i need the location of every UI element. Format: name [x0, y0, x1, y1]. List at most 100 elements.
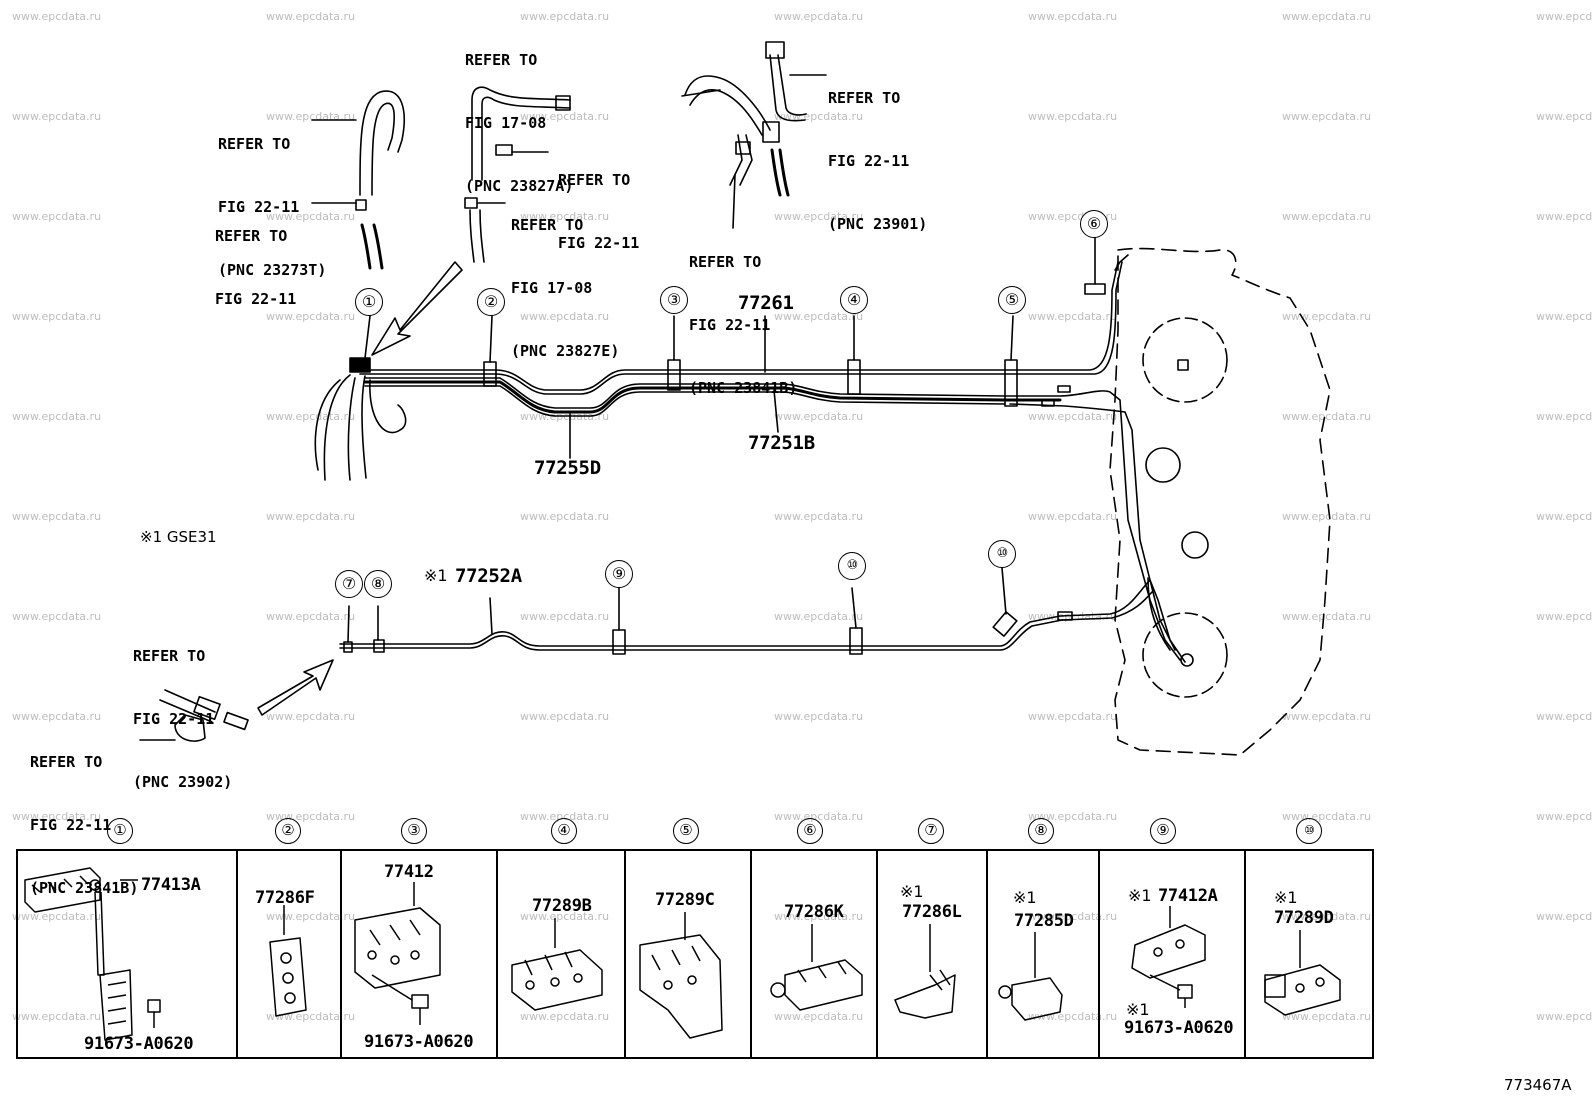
watermark-text: www.epcdata.ru	[774, 510, 864, 523]
sender-port-top	[1177, 359, 1189, 371]
watermark-text: www.epcdata.ru	[774, 10, 864, 23]
watermark-text: www.epcdata.ru	[1028, 910, 1118, 923]
watermark-text: www.epcdata.ru	[520, 810, 610, 823]
watermark-text: www.epcdata.ru	[1282, 410, 1372, 423]
refer-line: FIG 17-08	[465, 114, 547, 132]
leader-77251B	[773, 389, 779, 433]
part-code-77412: 77412	[384, 862, 434, 882]
watermark-text: www.epcdata.ru	[1536, 910, 1592, 923]
tank-hole-2	[1181, 531, 1209, 559]
refer-note-fig22-11-b: REFER TO FIG 22-11	[558, 128, 639, 275]
refer-line: (PNC 23841B)	[689, 379, 798, 397]
watermark-text: www.epcdata.ru	[1282, 510, 1372, 523]
upper-line-bundle	[359, 261, 1181, 661]
refer-note-23841b-lower: REFER TO FIG 22-11 (PNC 23841B)	[30, 710, 138, 920]
watermark-text: www.epcdata.ru	[12, 10, 102, 23]
clamp-77412A-icon	[1131, 906, 1206, 1008]
part-code-77412A: 77412A	[1158, 886, 1218, 906]
watermark-text: www.epcdata.ru	[12, 210, 102, 223]
watermark-text: www.epcdata.ru	[12, 510, 102, 523]
watermark-text: www.epcdata.ru	[12, 310, 102, 323]
callout-8: ⑧	[364, 570, 392, 598]
refer-line: (PNC 23841B)	[30, 879, 139, 897]
watermark-text: www.epcdata.ru	[1536, 710, 1592, 723]
clamp-77289C-icon	[639, 912, 723, 1039]
watermark-text: www.epcdata.ru	[1028, 310, 1118, 323]
watermark-text: www.epcdata.ru	[520, 510, 610, 523]
callout-10b: ⑩	[988, 540, 1016, 568]
watermark-text: www.epcdata.ru	[12, 810, 102, 823]
part-code-91673-A0620-b: 91673-A0620	[364, 1032, 474, 1052]
refer-line: FIG 22-11	[30, 816, 112, 834]
table-callout-7: ⑦	[918, 818, 944, 844]
watermark-text: www.epcdata.ru	[520, 910, 610, 923]
table-callout-10: ⑩	[1296, 818, 1322, 844]
watermark-text: www.epcdata.ru	[1028, 1010, 1118, 1023]
callout-3: ③	[660, 286, 688, 314]
watermark-text: www.epcdata.ru	[774, 1010, 864, 1023]
watermark-text: www.epcdata.ru	[520, 10, 610, 23]
sender-port-bottom	[1180, 653, 1194, 667]
refer-line: (PNC 23273T)	[218, 261, 327, 279]
part-code-77413A: 77413A	[141, 875, 201, 895]
part-label-77255D: 77255D	[534, 457, 601, 479]
table-cell-10	[1244, 849, 1374, 1059]
watermark-text: www.epcdata.ru	[774, 210, 864, 223]
refer-note-23273t: REFER TO FIG 22-11 (PNC 23273T)	[218, 92, 326, 302]
sender-ring-bottom	[1142, 612, 1228, 698]
watermark-text: www.epcdata.ru	[1536, 210, 1592, 223]
callout-1: ①	[355, 288, 383, 316]
table-callout-9: ⑨	[1150, 818, 1176, 844]
watermark-text: www.epcdata.ru	[266, 510, 356, 523]
watermark-text: www.epcdata.ru	[266, 10, 356, 23]
watermark-text: www.epcdata.ru	[774, 910, 864, 923]
watermark-text: www.epcdata.ru	[1536, 310, 1592, 323]
refer-line: (PNC 23827A)	[465, 177, 574, 195]
part-label-77252A-mark: ※1	[424, 566, 448, 585]
callout-10a: ⑩	[838, 552, 866, 580]
part-code-77289D: 77289D	[1274, 908, 1334, 928]
clamp-77286L-icon	[894, 924, 956, 1019]
table-callout-8: ⑧	[1028, 818, 1054, 844]
arrow-lower	[257, 659, 334, 716]
refer-line: FIG 22-11	[828, 152, 910, 170]
watermark-text: www.epcdata.ru	[1282, 210, 1372, 223]
tank-hole-1	[1145, 447, 1181, 483]
watermark-text: www.epcdata.ru	[12, 910, 102, 923]
watermark-text: www.epcdata.ru	[12, 610, 102, 623]
watermark-text: www.epcdata.ru	[520, 110, 610, 123]
watermark-text: www.epcdata.ru	[266, 210, 356, 223]
watermark-text: www.epcdata.ru	[1536, 10, 1592, 23]
table-callout-6: ⑥	[797, 818, 823, 844]
refer-line: FIG 22-11	[558, 234, 640, 252]
table-callout-4: ④	[551, 818, 577, 844]
watermark-text: www.epcdata.ru	[266, 710, 356, 723]
refer-line: REFER TO	[218, 135, 291, 153]
table-callout-1: ①	[107, 818, 133, 844]
part-label-77251B: 77251B	[748, 432, 815, 454]
refer-line: REFER TO	[828, 89, 901, 107]
refer-line: REFER TO	[215, 227, 288, 245]
callout-7: ⑦	[335, 570, 363, 598]
watermark-text: www.epcdata.ru	[266, 610, 356, 623]
clamp-77289B-icon	[511, 918, 603, 1011]
callout-5: ⑤	[998, 286, 1026, 314]
clamp-77286F-icon	[269, 905, 307, 1017]
watermark-text: www.epcdata.ru	[1282, 610, 1372, 623]
refer-line: REFER TO	[133, 647, 206, 665]
watermark-text: www.epcdata.ru	[520, 610, 610, 623]
refer-line: REFER TO	[689, 253, 762, 271]
clamp-77413A-icon	[24, 867, 161, 1041]
callout-2: ②	[477, 288, 505, 316]
refer-note-23827e: REFER TO FIG 17-08 (PNC 23827E)	[511, 173, 619, 383]
watermark-text: www.epcdata.ru	[1282, 910, 1372, 923]
left-hose-group	[314, 374, 407, 481]
refer-note-23901: REFER TO FIG 22-11 (PNC 23901)	[828, 46, 927, 256]
refer-note-23841b-upper: REFER TO FIG 22-11 (PNC 23841B)	[689, 210, 797, 420]
refer-line: FIG 22-11	[218, 198, 300, 216]
part-code-77285D: 77285D	[1014, 911, 1074, 931]
part-code-77286K: 77286K	[784, 902, 844, 922]
watermark-text: www.epcdata.ru	[774, 110, 864, 123]
